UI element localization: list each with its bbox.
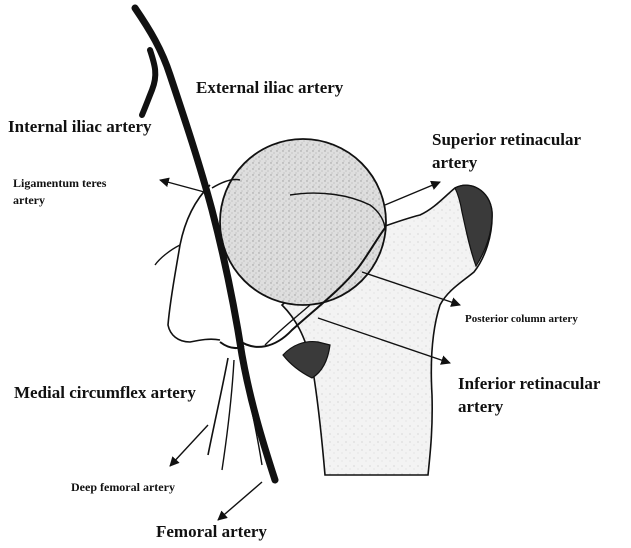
internal-iliac-artery-vessel <box>142 50 155 115</box>
label-medial-circumflex-artery: Medial circumflex artery <box>14 383 196 403</box>
femoral-head <box>220 139 386 305</box>
deep-femoral-vessel <box>208 358 228 455</box>
label-femoral-artery: Femoral artery <box>156 522 267 542</box>
label-internal-iliac-artery: Internal iliac artery <box>8 117 152 137</box>
label-superior-retinacular-line1: Superior retinacular <box>432 130 581 150</box>
label-inferior-retinacular-line2: artery <box>458 397 503 417</box>
label-inferior-retinacular-line1: Inferior retinacular <box>458 374 600 394</box>
pointer-femoral <box>218 482 262 520</box>
ligamentum-teres-branch <box>155 245 180 265</box>
label-external-iliac-artery: External iliac artery <box>196 78 343 98</box>
label-superior-retinacular-line2: artery <box>432 153 477 173</box>
label-posterior-column-artery: Posterior column artery <box>465 313 578 326</box>
label-ligamentum-teres-line2: artery <box>13 194 45 208</box>
label-deep-femoral-artery: Deep femoral artery <box>71 481 175 495</box>
label-ligamentum-teres-line1: Ligamentum teres <box>13 177 106 191</box>
pointer-deep-femoral <box>170 425 208 466</box>
pointer-superior-retinacular <box>385 182 440 205</box>
